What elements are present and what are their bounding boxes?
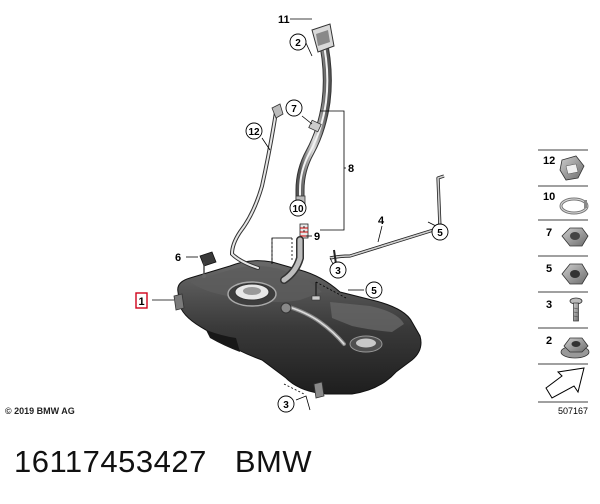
side-part-12-label: 12 <box>543 155 555 167</box>
highlight-box <box>135 292 148 309</box>
callout-7: 7 <box>285 99 303 117</box>
callout-4-text: 4 <box>378 215 385 227</box>
callout-3-top: 3 <box>329 261 347 279</box>
callout-5-strap: 5 <box>431 223 449 241</box>
bolt-icon <box>569 297 583 322</box>
callout-9: 9 <box>314 231 320 243</box>
tank-strap <box>329 174 445 265</box>
side-part-12: 12 <box>543 155 585 181</box>
callout-4: 4 <box>378 215 385 227</box>
callout-10-text: 10 <box>292 204 304 215</box>
side-part-3-label: 3 <box>546 299 552 311</box>
callout-12: 12 <box>245 122 263 140</box>
callout-9-text: 9 <box>314 231 320 243</box>
filler-neck <box>295 23 335 239</box>
side-part-7-label: 7 <box>546 227 552 239</box>
side-part-2-label: 2 <box>546 335 552 347</box>
callout-6-text: 6 <box>175 252 181 264</box>
callout-5-tank-text: 5 <box>371 286 377 297</box>
filler-hose <box>280 236 304 284</box>
diagram-number: 507167 <box>558 406 588 416</box>
callout-10: 10 <box>289 199 307 217</box>
callout-11-text: 11 <box>278 14 290 26</box>
copyright-text: © 2019 BMW AG <box>5 406 75 416</box>
side-part-3: 3 <box>546 297 583 322</box>
hose-clamp-icon <box>559 197 589 215</box>
callout-2: 2 <box>289 33 307 51</box>
side-part-2: 2 <box>546 335 590 359</box>
part-number: 16117453427 <box>14 444 207 479</box>
parts-diagram: 11 2 7 12 8 10 9 4 5 6 3 5 1 <box>5 14 590 416</box>
part-footer: 16117453427 BMW <box>14 444 312 480</box>
rubber-plug <box>199 251 217 278</box>
callout-12-text: 12 <box>248 127 260 138</box>
callout-6: 6 <box>175 252 181 264</box>
callout-1: 1 <box>135 292 148 309</box>
callout-3-top-text: 3 <box>335 266 341 277</box>
clip-icon <box>559 155 585 181</box>
fuel-tank <box>173 260 422 399</box>
callout-2-text: 2 <box>295 38 301 49</box>
callout-5-tank: 5 <box>365 281 383 299</box>
callout-3-bottom: 3 <box>277 395 295 413</box>
side-part-5-label: 5 <box>546 263 552 275</box>
callout-7-text: 7 <box>291 104 297 115</box>
callout-1-text: 1 <box>138 296 144 308</box>
side-part-10-label: 10 <box>543 191 555 203</box>
side-part-7: 7 <box>546 227 589 247</box>
vent-line <box>229 103 284 270</box>
callout-8: 8 <box>348 163 354 175</box>
collar-nut-icon <box>561 227 589 247</box>
forward-arrow-icon <box>545 367 585 399</box>
callout-5-strap-text: 5 <box>437 228 443 239</box>
callout-11: 11 <box>278 14 290 26</box>
hex-nut-icon <box>561 263 589 285</box>
flange-nut-icon <box>560 337 590 359</box>
callout-3-bottom-text: 3 <box>283 400 289 411</box>
side-part-10: 10 <box>543 191 589 215</box>
clip-connector <box>311 282 321 301</box>
brand-name: BMW <box>234 444 313 479</box>
side-parts-panel: 12 10 7 5 <box>538 149 590 416</box>
dashed-leaders <box>271 224 347 395</box>
side-part-5: 5 <box>546 263 589 285</box>
callout-8-text: 8 <box>348 163 354 175</box>
